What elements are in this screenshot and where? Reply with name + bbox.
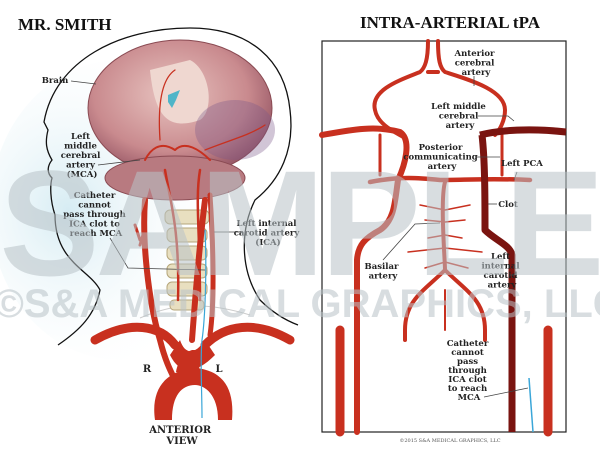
view-label: ANTERIOR VIEW [148, 425, 214, 447]
cerebellum [104, 155, 246, 201]
circle-of-willis [319, 39, 567, 437]
copyright: ©2015 S&A MEDICAL GRAPHICS, LLC [399, 437, 500, 444]
label-lpca: Left PCA [501, 159, 543, 169]
label-basilar: Basilar artery [365, 262, 402, 282]
leader-lmca [478, 115, 515, 122]
label-aca: Anterior cerebral artery [454, 49, 498, 78]
label-lmca: Left middle cerebral artery [431, 102, 489, 131]
right-panel: INTRA-ARTERIAL tPA Anterior cerebral art… [319, 13, 567, 444]
catheter-right [528, 377, 534, 433]
catheter [200, 229, 207, 419]
leader-catheter-left [109, 237, 206, 271]
label-right: R [143, 364, 152, 375]
label-pcom: Posterior communicating artery [403, 143, 480, 172]
label-left: L [215, 364, 222, 375]
label-clot: Clot [498, 200, 518, 210]
leader-basilar [382, 222, 441, 261]
label-ica: Left internal carotid artery (ICA) [234, 219, 303, 248]
leader-brain [70, 80, 97, 85]
head-outline [43, 27, 299, 346]
leader-catheter-right [483, 387, 529, 398]
ischemic-region [195, 100, 275, 160]
label-mca: Left middle cerebral artery (MCA) [61, 132, 104, 180]
label-catheter-right: Catheter cannot pass through ICA clot to… [447, 339, 492, 403]
watermark-sample: SAMPLE [0, 139, 600, 307]
leader-lpca [513, 171, 518, 181]
aortic-arch [90, 322, 295, 420]
brain-section [150, 60, 209, 124]
clot [478, 126, 567, 432]
label-brain: Brain [42, 76, 69, 86]
watermark-company: ©S&A MEDICAL GRAPHICS, LLC [0, 282, 600, 326]
left-title: MR. SMITH [18, 15, 112, 34]
label-catheter-left: Catheter cannot pass through ICA clot to… [63, 191, 129, 239]
ventricle [168, 90, 180, 108]
leader-mca [97, 159, 141, 166]
left-panel: MR. SMITH Brain Left middle cerebral art… [0, 15, 303, 447]
label-lica: Left internal carotid artery [481, 252, 522, 291]
right-title: INTRA-ARTERIAL tPA [360, 13, 541, 32]
